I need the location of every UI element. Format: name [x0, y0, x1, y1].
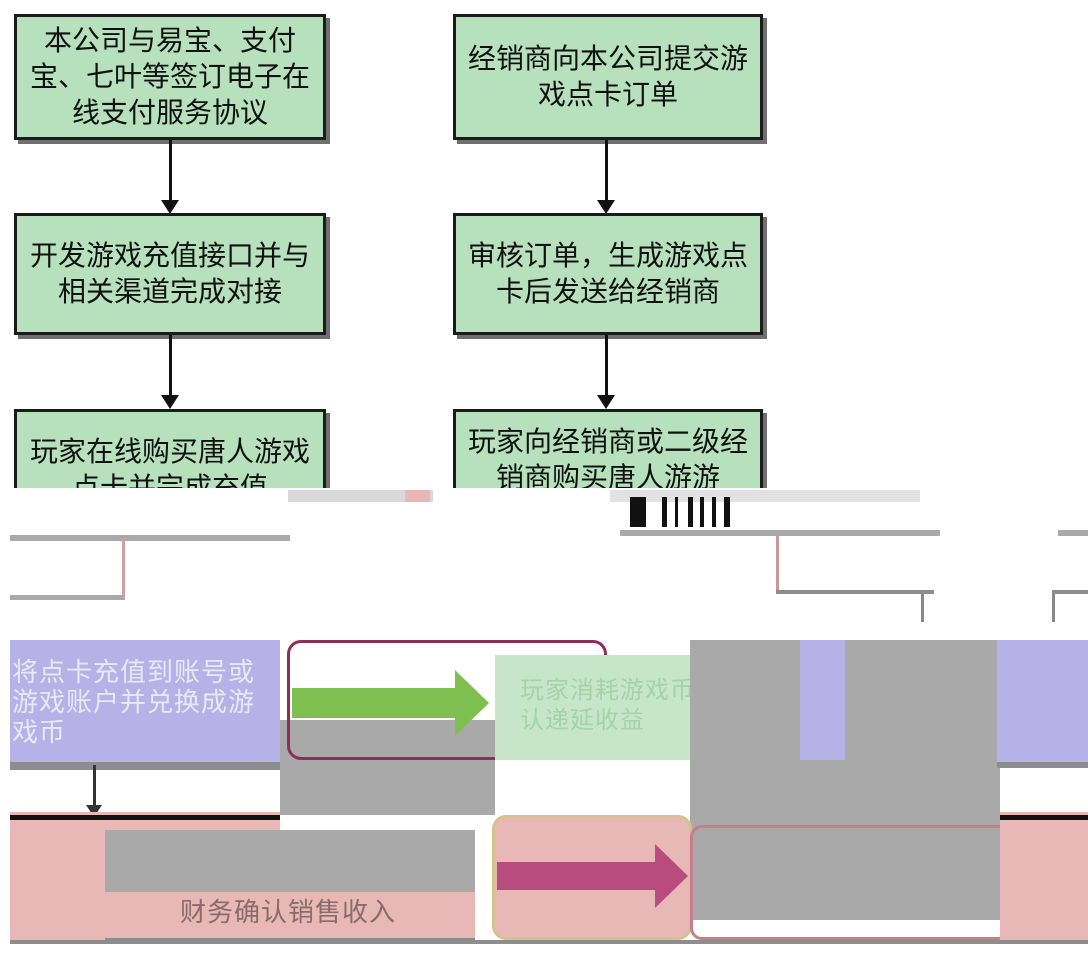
corrupted-box-border: [1000, 815, 1088, 820]
arrow-line: [605, 335, 608, 397]
glitch-block: [690, 640, 1000, 920]
arrow-head-green: [455, 670, 489, 736]
barcode-glitch: [662, 497, 667, 527]
arrow-head: [161, 200, 179, 214]
corrupted-box-pink: [105, 892, 475, 940]
arrow-band-green: [292, 688, 457, 718]
flow-step-text: 审核订单，生成游戏点卡后发送给经销商: [468, 239, 749, 308]
arrow-head-magenta: [655, 844, 688, 908]
connector-line: [93, 765, 96, 810]
flow-step-dealer-submit-order: 经销商向本公司提交游戏点卡订单: [453, 14, 763, 140]
arrow-line: [605, 140, 608, 202]
arrow-head: [161, 395, 179, 409]
glitch-strip: [1052, 590, 1088, 594]
connector-arrow: [1052, 594, 1055, 622]
corrupted-box-outline: [690, 825, 1010, 940]
glitch-strip: [288, 490, 433, 502]
glitch-strip: [10, 535, 290, 541]
barcode-glitch: [688, 497, 693, 527]
glitch-strip: [10, 762, 280, 770]
corrupted-box-lavender: [800, 640, 845, 760]
glitch-strip: [997, 762, 1088, 768]
connector-arrow: [921, 594, 924, 622]
barcode-glitch: [700, 497, 704, 527]
barcode-glitch: [630, 497, 646, 527]
corrupted-box-text: 将点卡充值到账号或游戏账户并兑换成游戏币: [12, 658, 256, 748]
arrow-line: [169, 335, 172, 397]
flow-step-text: 玩家向经销商或二级经销商购买唐人游游: [468, 425, 749, 494]
flow-step-text: 本公司与易宝、支付宝、七叶等签订电子在线支付服务协议: [29, 24, 310, 129]
glitch-strip: [610, 490, 920, 502]
corrupted-box-lavender: [997, 640, 1088, 762]
flow-step-text: 开发游戏充值接口并与相关渠道完成对接: [29, 239, 310, 308]
corrupted-box-pink: [1000, 812, 1088, 942]
corrupted-box-border: [10, 815, 280, 820]
glitch-block: [105, 830, 475, 892]
glitch-strip: [1058, 530, 1088, 536]
flow-step-review-order: 审核订单，生成游戏点卡后发送给经销商: [453, 213, 763, 335]
barcode-glitch: [675, 497, 678, 527]
glitch-strip: [10, 940, 1088, 944]
glitch-strip: [776, 590, 934, 594]
corrupted-box-lavender: [10, 640, 280, 762]
flow-step-develop-recharge-interface: 开发游戏充值接口并与相关渠道完成对接: [14, 213, 326, 335]
corrupted-box-text: 财务确认销售收入: [180, 898, 397, 928]
arrow-band-magenta: [497, 862, 657, 890]
arrow-line: [169, 140, 172, 202]
arrow-head: [597, 395, 615, 409]
glitch-strip: [10, 595, 125, 600]
flow-step-text: 经销商向本公司提交游戏点卡订单: [468, 42, 749, 111]
glitch-strip: [620, 530, 940, 536]
glitch-line: [122, 538, 125, 598]
glitch-strip: [405, 490, 430, 502]
flow-step-sign-payment-agreement: 本公司与易宝、支付宝、七叶等签订电子在线支付服务协议: [14, 14, 326, 140]
barcode-glitch: [712, 497, 716, 527]
arrow-head: [597, 200, 615, 214]
glitch-line: [776, 536, 779, 592]
barcode-glitch: [724, 497, 730, 527]
white-overlay-band: [0, 488, 1088, 628]
